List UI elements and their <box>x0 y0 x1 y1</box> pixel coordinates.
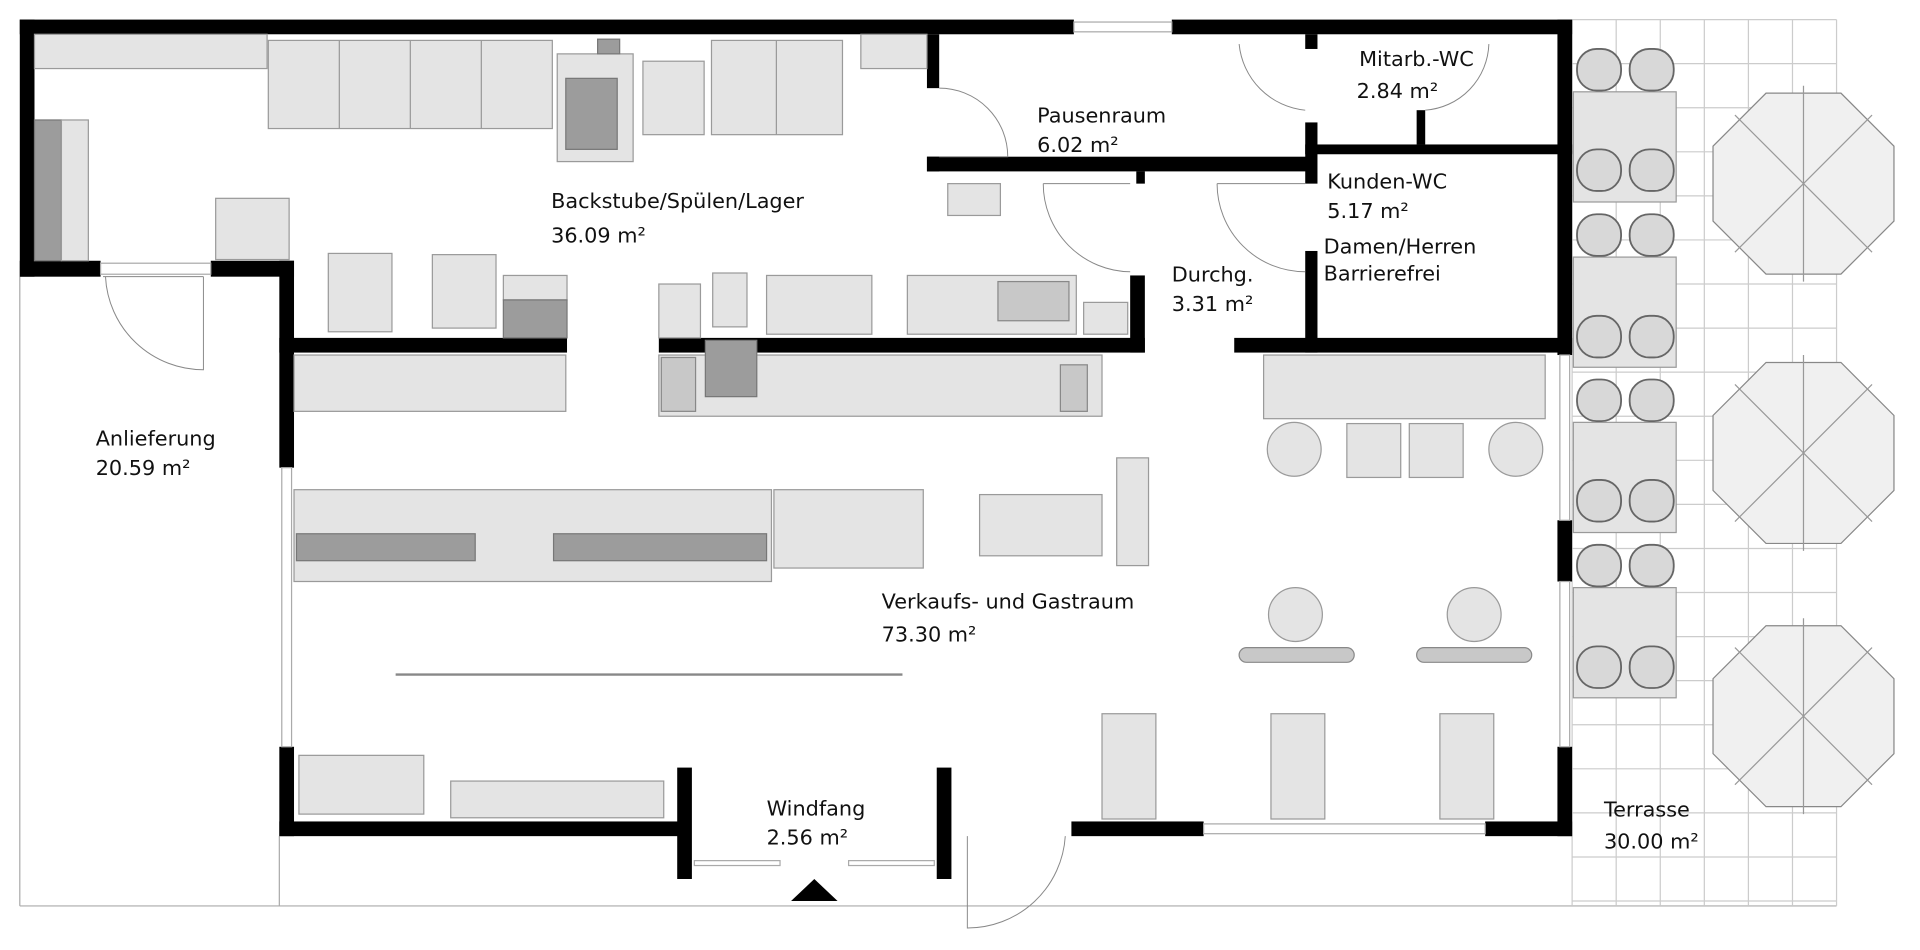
room-area-pausenraum: 6.02 m² <box>1037 133 1119 157</box>
kitchen-equipment <box>33 33 1129 417</box>
room-area-windfang: 2.56 m² <box>767 826 849 850</box>
room-name-windfang: Windfang <box>767 796 866 820</box>
room-area-durchgang: 3.31 m² <box>1172 292 1254 316</box>
terrace-chair <box>1628 543 1675 588</box>
sales-counters <box>293 457 1150 819</box>
room-name-pausenraum: Pausenraum <box>1037 103 1166 127</box>
room-labels: Backstube/Spülen/Lager 36.09 m² Pausenra… <box>96 47 1699 853</box>
terrace-chair <box>1576 478 1623 523</box>
terrace-chair <box>1628 645 1675 689</box>
umbrellas <box>1712 85 1895 815</box>
terrace-chair <box>1576 543 1623 588</box>
terrace-chair <box>1628 378 1675 423</box>
room-area-verkauf: 73.30 m² <box>882 622 977 646</box>
room-name-durchgang: Durchg. <box>1172 263 1254 287</box>
entrance-arrow-icon <box>791 878 838 902</box>
terrace-chair <box>1628 478 1675 523</box>
terrace-chair <box>1576 645 1623 689</box>
terrace-chair <box>1628 148 1675 192</box>
room-name-backstube: Backstube/Spülen/Lager <box>551 189 804 213</box>
room-name-kunden-wc: Kunden-WC <box>1327 170 1447 194</box>
room-area-kunden-wc: 5.17 m² <box>1327 199 1409 223</box>
room-area-anlieferung: 20.59 m² <box>96 456 191 480</box>
terrace-tiles <box>1571 18 1838 906</box>
walls <box>19 19 1573 879</box>
terrace-chair <box>1576 48 1623 92</box>
terrace-chair <box>1628 213 1675 257</box>
room-area-terrasse: 30.00 m² <box>1604 829 1699 853</box>
room-note-damen-herren: Damen/Herren <box>1324 234 1477 258</box>
room-name-mitarb-wc: Mitarb.-WC <box>1359 47 1474 71</box>
room-area-backstube: 36.09 m² <box>551 223 646 247</box>
guest-seating <box>1101 354 1546 820</box>
room-area-mitarb-wc: 2.84 m² <box>1357 79 1439 103</box>
umbrella-rib <box>1734 114 1873 253</box>
terrace-chair <box>1576 148 1623 192</box>
umbrella-rib <box>1734 383 1873 522</box>
room-note-barrierefrei: Barrierefrei <box>1324 261 1441 285</box>
room-name-terrasse: Terrasse <box>1603 798 1690 822</box>
site-outline <box>19 276 1837 907</box>
terrace-chair <box>1628 48 1675 92</box>
room-name-anlieferung: Anlieferung <box>96 427 216 451</box>
terrace-chair <box>1628 314 1675 359</box>
terrace-chair <box>1576 314 1623 359</box>
door-swings <box>103 44 1490 929</box>
terrace-chair <box>1576 213 1623 257</box>
room-name-verkauf: Verkaufs- und Gastraum <box>882 589 1135 613</box>
umbrella-rib <box>1734 647 1873 786</box>
terrace-chair <box>1576 378 1623 423</box>
